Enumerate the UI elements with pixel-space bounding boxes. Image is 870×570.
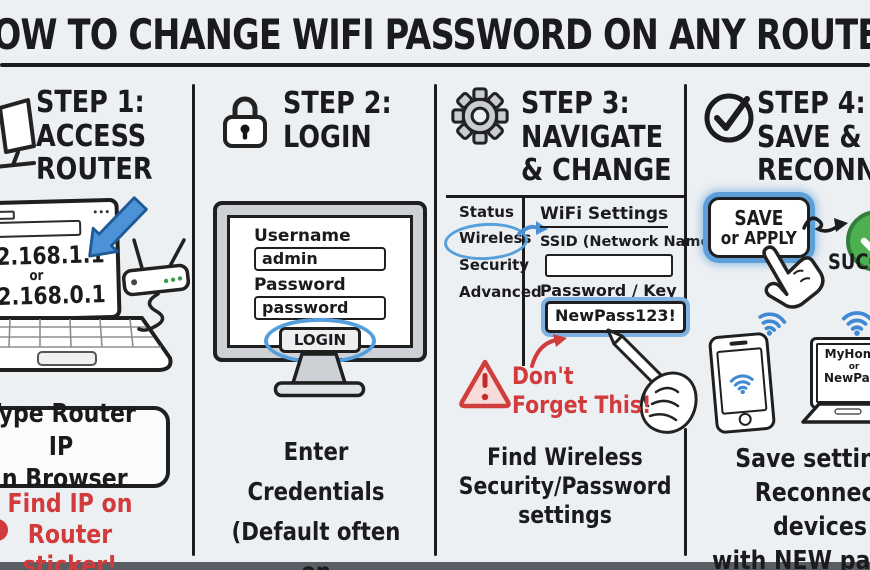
title-underline xyxy=(0,63,870,67)
arrow-right-icon xyxy=(517,221,548,236)
step4-heading: STEP 4: SAVE & RECONNECT xyxy=(757,86,870,189)
password-label: Password xyxy=(254,275,346,295)
column-divider xyxy=(684,428,687,556)
sidebar-item-security[interactable]: Security xyxy=(459,256,530,274)
login-screen: Username admin Password password LOGIN xyxy=(227,215,413,364)
phone-home-button xyxy=(738,412,753,427)
address-bar[interactable] xyxy=(0,219,82,239)
check-circle-icon xyxy=(704,93,754,143)
pointer-hand-icon xyxy=(762,245,825,309)
bottom-edge xyxy=(0,562,870,570)
step1-heading: STEP 1: ACCESS ROUTER xyxy=(36,85,153,188)
password-input[interactable]: password xyxy=(254,296,386,320)
column-divider xyxy=(684,84,687,330)
column-divider xyxy=(434,84,437,556)
monitor-icon xyxy=(0,98,36,169)
note-bullet-icon xyxy=(0,519,8,541)
phone-screen xyxy=(716,347,768,415)
settings-menu-divider xyxy=(522,198,525,366)
laptop-base xyxy=(0,316,173,372)
warning-triangle-icon xyxy=(459,359,511,409)
laptop-screen-text: MyHome or NewPass xyxy=(816,343,870,403)
step2-caption: Enter Credentials (Default often on rout… xyxy=(231,437,401,570)
warning-text: Don't Forget This! xyxy=(512,362,652,420)
gear-icon xyxy=(451,87,509,145)
monitor-stand xyxy=(273,352,366,398)
page-title: HOW TO CHANGE WIFI PASSWORD ON ANY ROUTE… xyxy=(0,10,870,59)
squiggle-arrow-icon xyxy=(802,216,848,233)
emphasized-new: NEW xyxy=(774,546,833,570)
reconnect-laptop-base xyxy=(801,402,870,424)
username-input[interactable]: admin xyxy=(254,247,386,271)
ssid-input[interactable] xyxy=(545,254,673,277)
phone-speaker xyxy=(729,340,748,346)
sidebar-item-advanced[interactable]: Advanced xyxy=(459,283,542,301)
callout-text: Type Router IP in Browser xyxy=(0,399,136,495)
lock-icon xyxy=(223,96,267,148)
password-key-input[interactable]: NewPass123! xyxy=(545,301,686,333)
panel-title: WiFi Settings xyxy=(540,204,669,228)
column-divider xyxy=(192,84,195,556)
ssid-label: SSID (Network Name) xyxy=(540,234,717,250)
sidebar-item-status[interactable]: Status xyxy=(459,203,514,221)
success-check-icon xyxy=(860,237,870,252)
step3-heading: STEP 3: NAVIGATE & CHANGE xyxy=(521,86,672,189)
router-sticker-note: Find IP on Router sticker! xyxy=(7,489,133,570)
wifi-icon xyxy=(758,312,787,336)
reconnect-laptop-screen: MyHome or NewPass xyxy=(810,337,870,409)
phone-illustration xyxy=(707,331,777,435)
login-button[interactable]: LOGIN xyxy=(278,327,362,353)
step3-caption: Find Wireless Security/Password settings xyxy=(458,443,672,529)
username-label: Username xyxy=(254,226,351,246)
success-label: SUCCESS xyxy=(828,250,870,274)
login-row: LOGIN xyxy=(254,317,386,364)
sidebar-item-wireless[interactable]: Wireless xyxy=(459,229,532,247)
settings-top-divider xyxy=(446,195,686,198)
monitor-frame: Username admin Password password LOGIN xyxy=(213,201,427,364)
callout-box: Type Router IP in Browser xyxy=(0,399,170,494)
router-icon xyxy=(121,238,191,332)
arrow-down-left-icon xyxy=(88,196,148,258)
wifi-icon xyxy=(841,311,870,336)
save-apply-button[interactable]: SAVE or APPLY xyxy=(708,197,810,258)
browser-tab xyxy=(0,210,15,221)
wifi-icon xyxy=(729,373,754,394)
password-key-label: Password / Key xyxy=(540,281,677,300)
curved-arrow-icon xyxy=(530,334,567,368)
step4-caption: Save settings Reconnect devices with NEW… xyxy=(712,442,870,570)
writing-hand-icon xyxy=(606,328,698,434)
step2-heading: STEP 2: LOGIN xyxy=(283,86,392,155)
